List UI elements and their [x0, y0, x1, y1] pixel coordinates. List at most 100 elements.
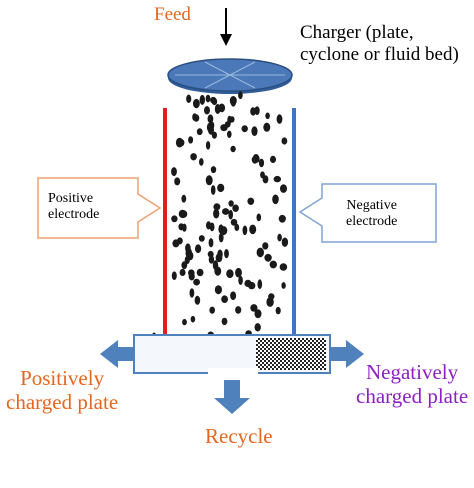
- negatively-charged-plate-label: Negatively charged plate: [356, 360, 469, 409]
- particle: [256, 213, 262, 222]
- particle: [251, 155, 259, 164]
- particle: [171, 271, 177, 281]
- negative-electrode-label: Negative electrode: [346, 198, 398, 230]
- particle: [199, 158, 204, 166]
- particle: [254, 309, 262, 319]
- particle: [262, 175, 269, 184]
- particle: [227, 115, 232, 125]
- charger-label: Charger (plate, cyclone or fluid bed): [300, 22, 459, 65]
- particle: [270, 155, 276, 163]
- particle: [273, 175, 281, 183]
- particle: [268, 293, 275, 300]
- particle: [209, 222, 215, 232]
- particle: [214, 104, 221, 114]
- particle: [172, 239, 180, 248]
- particle: [182, 318, 187, 326]
- particle: [205, 94, 211, 103]
- particle: [185, 243, 191, 253]
- particle: [226, 269, 234, 279]
- particle: [213, 203, 221, 211]
- particle: [196, 268, 204, 277]
- particle: [258, 158, 265, 168]
- particle: [174, 177, 181, 186]
- feed-label: Feed: [154, 4, 191, 25]
- particle: [171, 215, 178, 223]
- particle: [272, 194, 279, 205]
- particle: [280, 184, 287, 193]
- particle: [230, 291, 237, 301]
- positively-charged-plate-label: Positively charged plate: [6, 366, 119, 415]
- particle: [210, 185, 216, 195]
- particle: [232, 204, 239, 212]
- particle: [193, 98, 200, 109]
- particle: [212, 260, 219, 271]
- particle: [241, 125, 248, 133]
- particle: [199, 94, 205, 105]
- charger-disk: [167, 58, 293, 94]
- particle: [189, 288, 195, 298]
- particle: [228, 200, 234, 207]
- particle: [281, 237, 289, 247]
- particle: [211, 131, 217, 139]
- particle: [182, 223, 187, 232]
- particle: [194, 295, 201, 305]
- collection-tray: [133, 334, 331, 380]
- particle: [263, 122, 271, 132]
- particle: [235, 267, 242, 278]
- recycle-arrow: [214, 380, 250, 414]
- particle: [210, 166, 217, 174]
- positive-plate-arrow: [100, 340, 134, 368]
- particle: [238, 91, 243, 100]
- particle: [262, 242, 269, 250]
- negative-plate-arrow: [330, 340, 364, 368]
- particle: [218, 224, 224, 234]
- particle: [275, 306, 281, 315]
- particle: [257, 279, 263, 290]
- particle: [190, 153, 197, 161]
- particle: [247, 197, 255, 205]
- particle: [251, 126, 258, 137]
- particle: [214, 285, 222, 295]
- particle: [195, 244, 202, 254]
- particle: [215, 253, 223, 263]
- particle: [184, 255, 190, 265]
- particle: [242, 225, 248, 236]
- particle: [207, 250, 214, 258]
- particle: [281, 137, 288, 145]
- particle: [221, 295, 229, 304]
- particle: [217, 183, 225, 193]
- recycle-label: Recycle: [205, 424, 273, 448]
- particle: [193, 278, 201, 286]
- particle: [281, 282, 286, 289]
- particle: [269, 260, 277, 269]
- particle: [196, 128, 203, 136]
- particle: [188, 136, 194, 144]
- particle: [234, 223, 240, 231]
- particle: [228, 209, 233, 220]
- particle: [208, 238, 214, 248]
- particle-cloud: [151, 91, 311, 369]
- particle: [206, 122, 213, 133]
- particle: [209, 306, 215, 314]
- particle: [249, 224, 257, 235]
- particle: [230, 218, 238, 226]
- particle: [171, 167, 177, 177]
- particle: [265, 112, 270, 120]
- particle: [254, 106, 260, 115]
- particle: [278, 214, 286, 223]
- positive-electrode-callout: [37, 177, 162, 239]
- particle: [230, 145, 236, 153]
- particle: [188, 269, 195, 277]
- particle: [248, 281, 256, 290]
- particle: [181, 194, 187, 203]
- particle: [179, 139, 185, 147]
- particle: [207, 114, 214, 124]
- particle: [213, 208, 220, 219]
- particle: [230, 99, 236, 107]
- particle: [277, 233, 282, 242]
- particle: [224, 249, 229, 259]
- particle: [227, 130, 232, 138]
- particle: [235, 306, 242, 314]
